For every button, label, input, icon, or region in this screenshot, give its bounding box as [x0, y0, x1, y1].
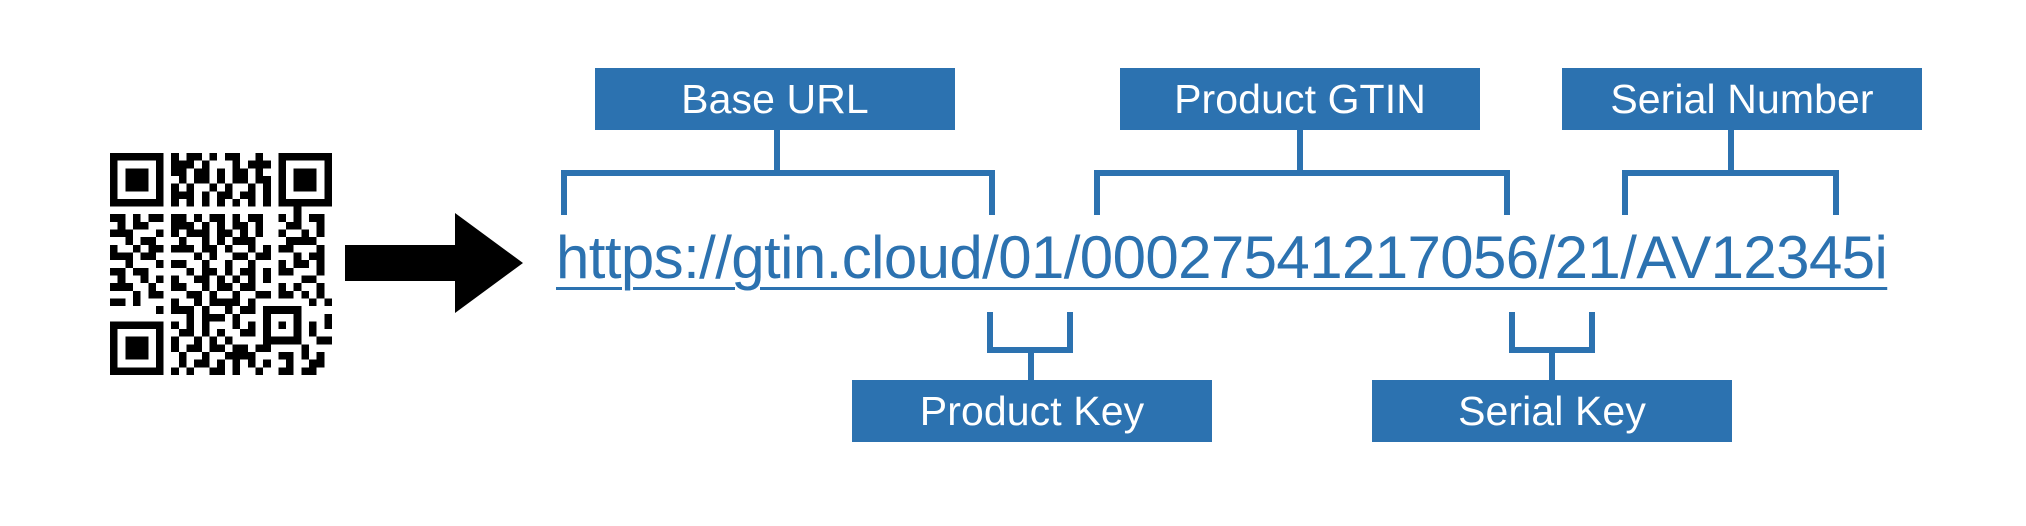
label-serial-key-text: Serial Key	[1458, 387, 1646, 434]
connector-serial-key	[1509, 312, 1595, 380]
label-box-serial-number[interactable]: Serial Number	[1562, 68, 1922, 130]
label-base-url-text: Base URL	[681, 75, 869, 122]
label-product-key-text: Product Key	[919, 387, 1145, 434]
label-box-product-gtin[interactable]: Product GTIN	[1120, 68, 1480, 130]
connector-base-url	[561, 130, 995, 215]
label-box-product-key[interactable]: Product Key	[852, 380, 1212, 442]
connector-serial-number	[1622, 130, 1839, 215]
connector-product-key	[987, 312, 1073, 380]
label-product-gtin-text: Product GTIN	[1174, 75, 1426, 122]
qr-code-icon	[110, 153, 332, 375]
flow-arrow-right	[345, 213, 523, 313]
connector-product-gtin	[1094, 130, 1510, 215]
digital-link-url[interactable]: https://gtin.cloud/01/00027541217056/21/…	[556, 224, 1888, 291]
label-box-serial-key[interactable]: Serial Key	[1372, 380, 1732, 442]
label-serial-number-text: Serial Number	[1610, 75, 1874, 122]
label-box-base-url[interactable]: Base URL	[595, 68, 955, 130]
arrow-right-icon	[345, 213, 523, 313]
qr-code[interactable]	[110, 148, 332, 380]
